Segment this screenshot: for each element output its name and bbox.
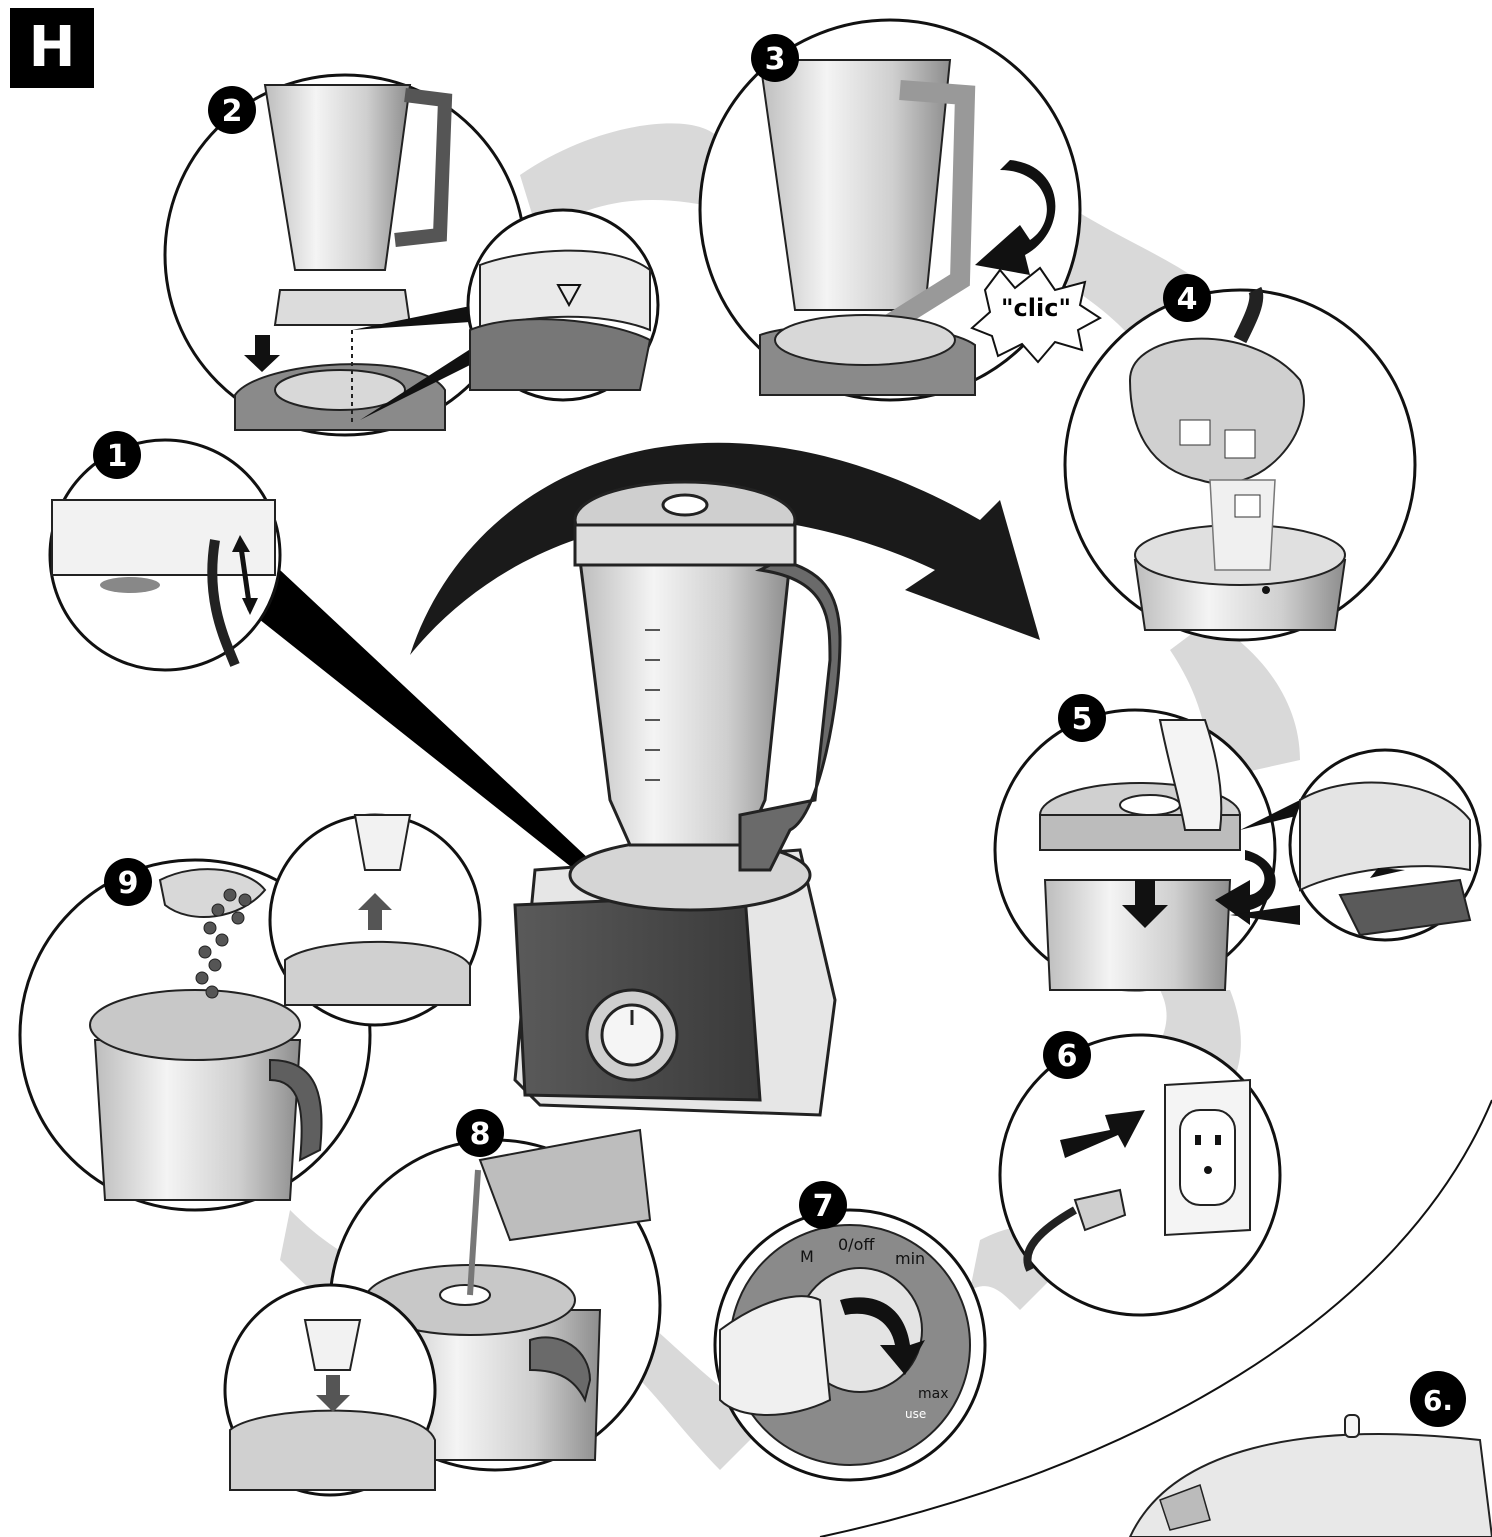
step-6-panel: [998, 1033, 1282, 1317]
step-3-number: 3: [765, 42, 786, 77]
step-7-number: 7: [813, 1189, 834, 1224]
page-divider-arc: [819, 1099, 1492, 1537]
step-6-number: 6: [1057, 1039, 1078, 1074]
step-5-panel: [993, 708, 1482, 992]
step-7-badge: 7: [799, 1181, 847, 1229]
step-1-number: 1: [107, 439, 128, 474]
step-badges: 1 2 3 4 5 6 7 8 9 6.: [93, 34, 1466, 1427]
dial-label-min: min: [895, 1249, 925, 1268]
sequence-curved-arrow: [410, 442, 1040, 655]
step-3-badge: 3: [751, 34, 799, 82]
step-3-panel: "clic": [698, 18, 1102, 402]
step-4-badge: 4: [1163, 274, 1211, 322]
blender-appliance: [513, 480, 842, 1117]
next-page-step-badge: 6.: [1410, 1371, 1466, 1427]
zoom-leader-cone: [235, 570, 590, 870]
clic-callout-text: "clic": [1001, 294, 1071, 322]
next-page-lid-preview: [1128, 1414, 1492, 1537]
dial-label-max: max: [918, 1386, 949, 1402]
step-1-panel: [48, 438, 282, 672]
step-5-badge: 5: [1058, 694, 1106, 742]
step-7-panel: M 0/off min max use: [713, 1208, 987, 1482]
ingredient-pellets: [195, 888, 252, 999]
next-page-step-number: 6.: [1423, 1384, 1453, 1417]
step-5-number: 5: [1072, 702, 1093, 737]
step-4-panel: [1063, 286, 1417, 642]
step-6-badge: 6: [1043, 1031, 1091, 1079]
step-2-number: 2: [222, 94, 243, 129]
section-label-badge: H: [10, 8, 94, 88]
step-1-badge: 1: [93, 431, 141, 479]
step-4-number: 4: [1177, 282, 1198, 317]
dial-label-off: 0/off: [838, 1235, 875, 1254]
step-2-panel: [163, 73, 660, 437]
step-2-badge: 2: [208, 86, 256, 134]
step-9-number: 9: [118, 866, 139, 901]
clic-callout-burst: [970, 266, 1102, 364]
jar-handle: [738, 558, 842, 872]
step-9-badge: 9: [104, 858, 152, 906]
step-9-panel: [18, 813, 482, 1212]
dial-label-m: M: [800, 1247, 814, 1266]
dial-label-use: use: [905, 1407, 926, 1421]
step-8-badge: 8: [456, 1109, 504, 1157]
step-8-number: 8: [470, 1117, 491, 1152]
